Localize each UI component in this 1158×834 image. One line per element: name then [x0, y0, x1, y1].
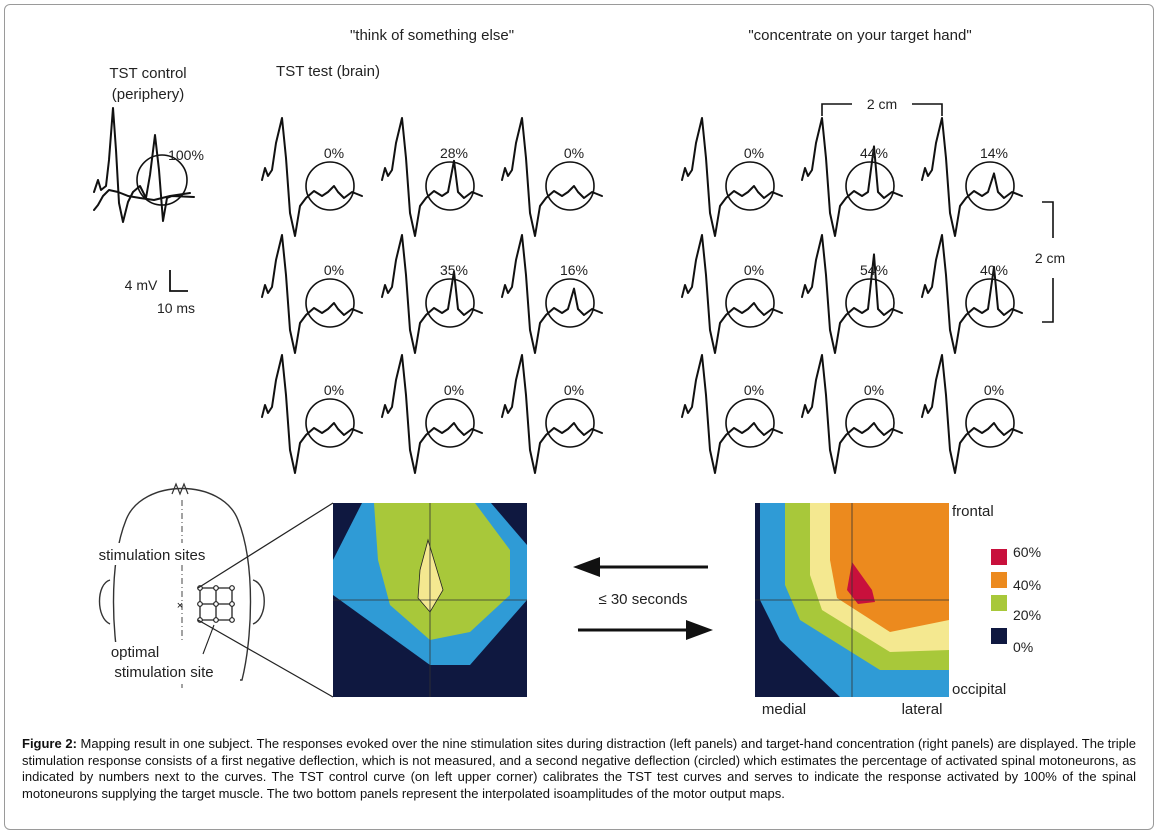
spacing-horizontal: 2 cm: [867, 96, 897, 112]
right-trace-value: 0%: [984, 382, 1004, 398]
left-trace-panel: 0%: [381, 354, 483, 474]
map-label-medial: medial: [762, 701, 806, 718]
figure-caption: Figure 2: Mapping result in one subject.…: [22, 736, 1136, 802]
scale-time: 10 ms: [157, 300, 195, 316]
right-trace-value: 14%: [980, 145, 1008, 161]
cross-mark-icon: ×: [177, 600, 183, 612]
head-label-sites: stimulation sites: [99, 547, 206, 564]
right-trace-panel: 54%: [801, 234, 903, 354]
right-trace-panel: 0%: [801, 354, 903, 474]
right-trace-panel: 0%: [681, 234, 783, 354]
legend-swatch-40: [991, 572, 1007, 588]
left-trace-panel: 16%: [501, 234, 603, 354]
left-trace-panel: 0%: [501, 117, 603, 237]
right-condition-title: "concentrate on your target hand": [748, 27, 971, 44]
left-trace-value: 16%: [560, 262, 588, 278]
right-contour-map: frontal occipital medial lateral: [755, 503, 1006, 718]
control-label-line1: TST control: [109, 65, 186, 82]
right-trace-value: 0%: [864, 382, 884, 398]
horizontal-spacing-bracket: 2 cm: [821, 96, 943, 116]
legend-swatch-0: [991, 628, 1007, 644]
figure-frame: [4, 4, 1154, 830]
control-trace: 100%: [93, 107, 204, 223]
right-trace-panel: 0%: [681, 354, 783, 474]
vertical-spacing-bracket: 2 cm: [1035, 201, 1065, 323]
right-trace-panel: 0%: [921, 354, 1023, 474]
right-trace-value: 40%: [980, 262, 1008, 278]
right-trace-panel: 40%: [921, 234, 1023, 354]
left-trace-value: 0%: [324, 145, 344, 161]
head-label-optimal-line2: stimulation site: [114, 664, 213, 681]
head-diagram: × stimulation sites optimal stimulation …: [88, 482, 334, 698]
map-label-lateral: lateral: [902, 701, 943, 718]
scale-bar: 4 mV 10 ms: [125, 270, 195, 316]
map-label-occipital: occipital: [952, 681, 1006, 698]
legend-swatch-60: [991, 549, 1007, 565]
map-label-frontal: frontal: [952, 503, 994, 520]
control-percent: 100%: [168, 147, 204, 163]
caption-label: Figure 2:: [22, 736, 77, 751]
test-label: TST test (brain): [276, 63, 380, 80]
control-label-line2: (periphery): [112, 86, 185, 103]
left-trace-value: 0%: [324, 262, 344, 278]
left-contour-map: [333, 503, 527, 697]
left-trace-grid: 0% 28% 0% 0% 35% 16% 0% 0% 0%: [261, 117, 603, 474]
left-condition-title: "think of something else": [350, 27, 514, 44]
head-label-optimal-line1: optimal: [111, 644, 159, 661]
left-trace-value: 0%: [444, 382, 464, 398]
arrow-right-icon: [686, 620, 713, 640]
left-trace-value: 0%: [564, 382, 584, 398]
left-trace-panel: 0%: [261, 354, 363, 474]
right-trace-value: 0%: [744, 145, 764, 161]
right-trace-grid: 0% 44% 14% 0% 54% 40% 0% 0% 0%: [681, 117, 1023, 474]
left-trace-panel: 0%: [261, 234, 363, 354]
left-trace-panel: 0%: [501, 354, 603, 474]
right-trace-value: 44%: [860, 145, 888, 161]
left-trace-panel: 28%: [381, 117, 483, 237]
left-trace-panel: 0%: [261, 117, 363, 237]
legend-label-20: 20%: [1013, 607, 1041, 623]
transition-arrows: ≤ 30 seconds: [573, 557, 713, 640]
right-trace-panel: 14%: [921, 117, 1023, 237]
scale-voltage: 4 mV: [125, 277, 158, 293]
right-trace-value: 54%: [860, 262, 888, 278]
legend-label-60: 60%: [1013, 544, 1041, 560]
left-trace-value: 0%: [564, 145, 584, 161]
left-trace-value: 28%: [440, 145, 468, 161]
legend-label-0: 0%: [1013, 639, 1033, 655]
arrow-left-icon: [573, 557, 600, 577]
left-trace-value: 0%: [324, 382, 344, 398]
right-trace-value: 0%: [744, 262, 764, 278]
arrow-label: ≤ 30 seconds: [598, 591, 687, 608]
spacing-vertical: 2 cm: [1035, 250, 1065, 266]
right-trace-panel: 0%: [681, 117, 783, 237]
caption-text: Mapping result in one subject. The respo…: [22, 736, 1136, 801]
left-trace-value: 35%: [440, 262, 468, 278]
left-trace-panel: 35%: [381, 234, 483, 354]
right-trace-value: 0%: [744, 382, 764, 398]
color-legend: 60% 40% 20% 0%: [991, 544, 1041, 655]
legend-swatch-20: [991, 595, 1007, 611]
right-trace-panel: 44%: [801, 117, 903, 237]
legend-label-40: 40%: [1013, 577, 1041, 593]
